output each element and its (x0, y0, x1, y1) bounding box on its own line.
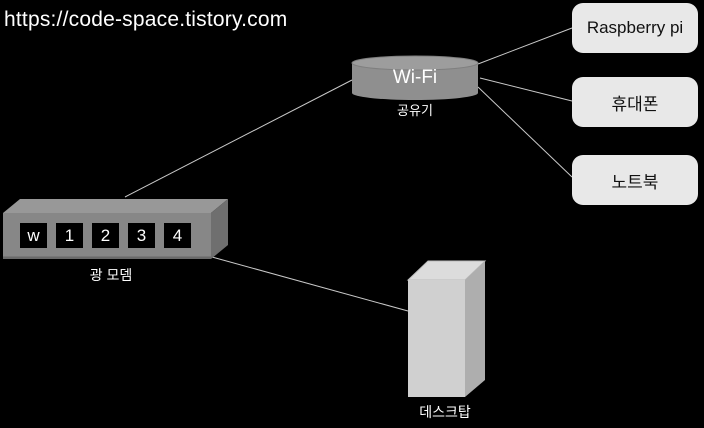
modem-bottom-edge (3, 256, 211, 259)
connection-router-phone (479, 77, 573, 102)
client-box-raspberry-pi: Raspberry pi (572, 3, 698, 53)
desktop-shape (406, 260, 487, 397)
router-cylinder-body (352, 63, 478, 100)
watermark-url: https://code-space.tistory.com (4, 8, 288, 31)
desktop-front-face (408, 280, 465, 397)
desktop-caption: 데스크탑 (419, 404, 471, 420)
connection-modem-desktop (211, 256, 409, 312)
router-label: Wi-Fi (392, 67, 438, 88)
client-label-laptop: 노트북 (611, 172, 659, 192)
router-cylinder-top (351, 55, 479, 71)
modem-side-face (211, 199, 228, 259)
connection-router-laptop (477, 86, 573, 178)
client-label-raspberry-pi: Raspberry pi (586, 18, 684, 37)
client-label-phone: 휴대폰 (611, 94, 659, 114)
modem-port-3: 3 (128, 223, 155, 248)
client-box-laptop: 노트북 (572, 155, 698, 205)
client-box-phone: 휴대폰 (572, 77, 698, 127)
modem-port-w: w (20, 223, 47, 248)
connection-router-raspberrypi (477, 27, 573, 65)
modem-top-face (3, 199, 228, 213)
router-caption: 공유기 (397, 103, 433, 118)
modem-port-1: 1 (56, 223, 83, 248)
router-shape (351, 55, 479, 100)
modem-caption: 광 모뎀 (89, 267, 133, 283)
modem-port-4: 4 (164, 223, 191, 248)
desktop-side-face (465, 261, 485, 397)
connection-modem-router (124, 79, 353, 198)
modem-ports: w 1 2 3 4 (20, 223, 191, 248)
modem-port-2: 2 (92, 223, 119, 248)
